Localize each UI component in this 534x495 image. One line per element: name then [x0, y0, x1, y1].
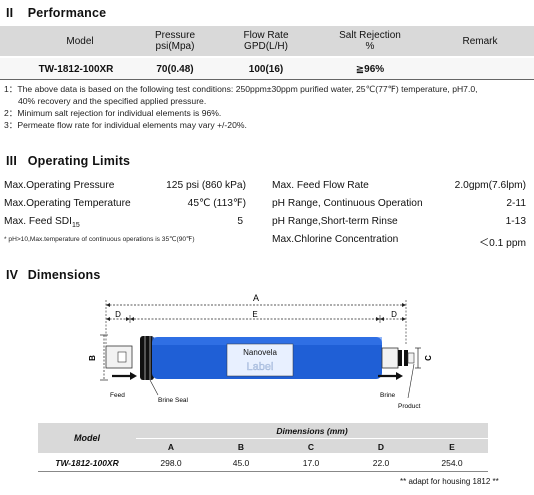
performance-note-2: 2：Minimum salt rejection for individual … [4, 108, 222, 118]
product-pointer [407, 363, 415, 399]
membrane-diagram: A D E D B Nanovela Label C Feed [88, 293, 433, 410]
dimensions-section-number: IV [6, 268, 19, 282]
limits-section-number: III [6, 154, 18, 168]
header-pressure-line1: Pressure [154, 30, 195, 41]
dimension-line-de [106, 315, 406, 323]
product-oring-2 [404, 350, 408, 366]
dimensions-col-d: D [377, 442, 385, 452]
performance-table-row [0, 58, 534, 80]
header-flow-rate: Flow Rate GPD(L/H) [226, 30, 306, 52]
dimensions-col-c: C [307, 442, 315, 452]
performance-note-3: 3：Permeate flow rate for individual elem… [4, 120, 247, 130]
row-pressure: 70(0.48) [156, 64, 194, 75]
dimensions-col-a: A [167, 442, 175, 452]
header-salt-rejection: Salt Rejection % [325, 30, 415, 52]
dimensions-title-text: Dimensions [27, 268, 101, 282]
limits-section-title: III Operating Limits [6, 154, 130, 168]
header-salt-line1: Salt Rejection [339, 30, 401, 41]
header-pressure: Pressure psi(Mpa) [135, 30, 215, 52]
dimension-label-d-left: D [115, 310, 121, 319]
dimensions-value-d: 22.0 [372, 458, 390, 468]
header-model: Model [66, 36, 94, 47]
dimensions-table-row [38, 455, 488, 472]
product-tube-tip [407, 352, 415, 364]
feed-arrow-icon [112, 372, 137, 380]
dimensions-value-c: 17.0 [302, 458, 320, 468]
dimension-label-a: A [253, 293, 259, 303]
product-oring-1 [398, 350, 402, 366]
dimensions-header-title: Dimensions (mm) [276, 426, 348, 436]
dimension-line-a [105, 300, 407, 344]
dimension-label-c: C [424, 355, 433, 361]
brine-seal-pointer [149, 379, 159, 396]
header-salt-line2: % [365, 41, 375, 52]
limit-label-ph-continuous: pH Range, Continuous Operation [272, 198, 423, 209]
dimensions-row-model: TW-1812-100XR [55, 458, 119, 468]
limit-label-ph-rinse: pH Range,Short-term Rinse [272, 216, 398, 227]
performance-note-1-cont: 40% recovery and the specified applied p… [18, 96, 207, 106]
limit-label-temperature: Max.Operating Temperature [4, 198, 131, 209]
performance-section-title: II Performance [6, 6, 106, 20]
limit-value-temperature: 45℃ (113℉) [187, 198, 246, 209]
row-model: TW-1812-100XR [38, 64, 114, 75]
limit-label-sdi-sub: 15 [71, 222, 80, 230]
limits-footnote: * pH>10,Max.temperature of continuous op… [4, 236, 195, 243]
row-salt-rejection: ≧96% [355, 64, 385, 75]
feed-caption: Feed [110, 392, 125, 399]
dimension-label-e: E [252, 310, 257, 319]
brine-caption: Brine [380, 392, 396, 399]
performance-note-1: 1：The above data is based on the followi… [4, 84, 478, 94]
limit-label-chlorine: Max.Chlorine Concentration [272, 234, 399, 245]
limits-title-text: Operating Limits [27, 154, 131, 168]
performance-title-text: Performance [27, 6, 107, 20]
header-flow-line2: GPD(L/H) [244, 41, 288, 52]
dimension-line-c [415, 347, 421, 369]
header-pressure-line2: psi(Mpa) [155, 41, 195, 52]
feed-port [117, 351, 127, 363]
brine-arrow-icon [378, 372, 403, 380]
dimensions-footnote: ** adapt for housing 1812 ** [400, 477, 499, 486]
limit-label-pressure: Max.Operating Pressure [4, 180, 115, 191]
dimension-line-b [100, 334, 108, 381]
label-brand: Nanovela [243, 348, 277, 357]
dimension-label-d-right: D [391, 310, 397, 319]
performance-table-header [0, 26, 534, 56]
header-remark: Remark [462, 36, 498, 47]
dimensions-value-b: 45.0 [232, 458, 250, 468]
limit-value-ph-rinse: 1-13 [505, 216, 526, 227]
product-label [226, 343, 294, 377]
label-text: Label [247, 361, 274, 373]
brine-seal [140, 336, 154, 380]
performance-section-number: II [6, 6, 14, 20]
dimensions-value-e: 254.0 [441, 458, 463, 468]
header-flow-line1: Flow Rate [243, 30, 289, 41]
limit-value-feed-flow: 2.0gpm(7.6lpm) [454, 180, 526, 191]
dimensions-col-e: E [449, 442, 455, 452]
limit-value-chlorine: ＜0.1 ppm [479, 238, 526, 249]
product-end-cap [381, 347, 399, 369]
dimensions-col-b: B [237, 442, 245, 452]
limit-value-pressure: 125 psi (860 kPa) [166, 180, 246, 191]
limit-value-ph-continuous: 2-11 [506, 198, 526, 209]
dimensions-header-model: Model [74, 433, 100, 443]
dimension-label-b: B [88, 355, 97, 361]
limit-label-sdi: Max. Feed SDI15 [4, 216, 80, 229]
brine-seal-caption: Brine Seal [158, 397, 189, 404]
dimensions-section-title: IV Dimensions [6, 268, 101, 282]
dimensions-value-a: 298.0 [160, 458, 182, 468]
product-caption: Product [398, 403, 421, 410]
limit-label-sdi-main: Max. Feed SDI [4, 216, 72, 227]
limit-label-feed-flow: Max. Feed Flow Rate [272, 180, 369, 191]
limit-value-sdi: 5 [237, 216, 243, 227]
row-flow: 100(16) [248, 64, 284, 75]
